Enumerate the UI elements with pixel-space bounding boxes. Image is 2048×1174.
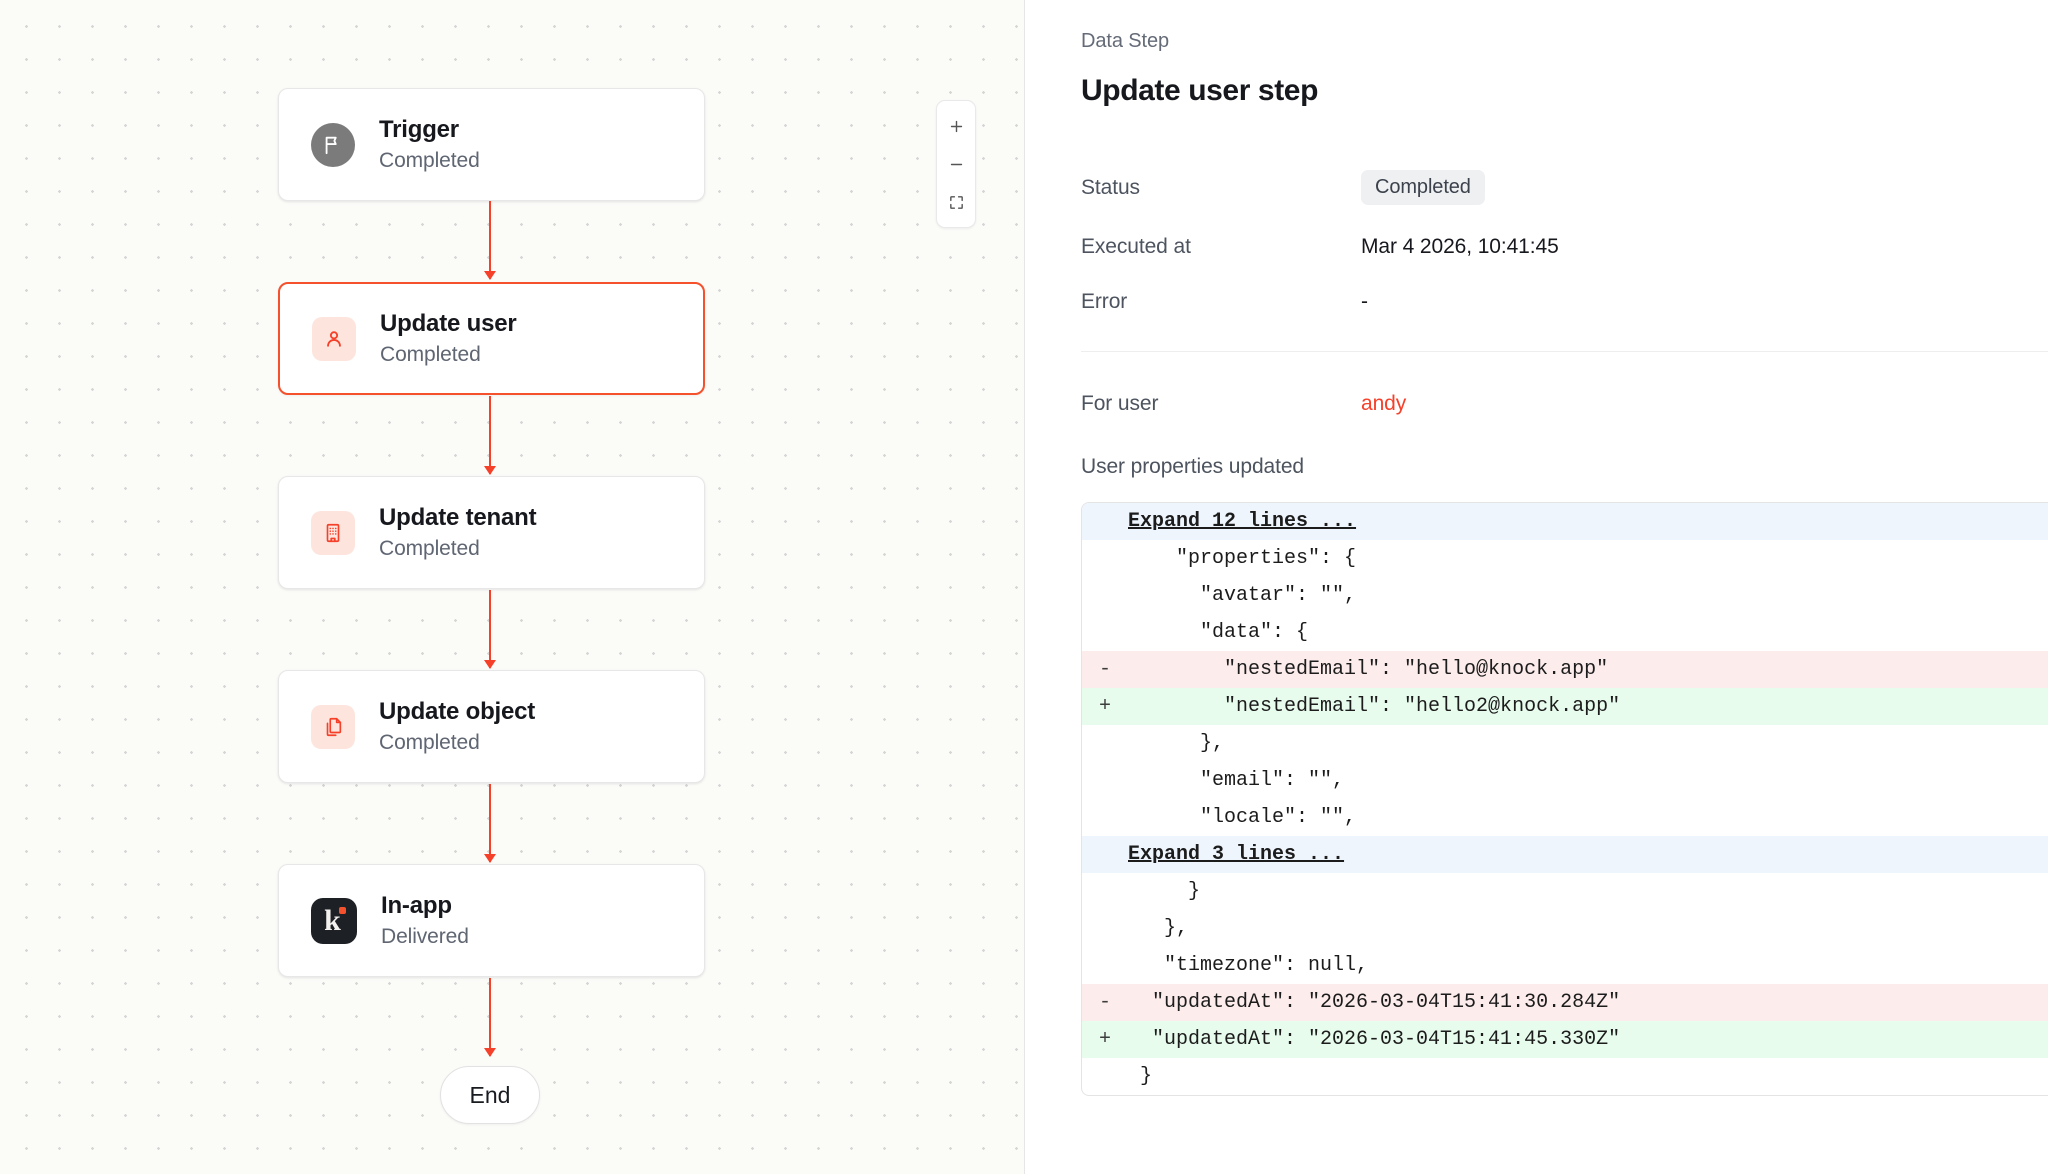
knock-logo-dot <box>339 906 346 914</box>
status-badge: Completed <box>1361 170 1485 205</box>
diff-line: "properties": { <box>1082 540 2048 577</box>
meta-label: Status <box>1081 175 1140 199</box>
node-icon-wrapper <box>311 122 355 167</box>
workflow-node-update-object[interactable]: Update object Completed <box>278 670 705 783</box>
diff-code: }, <box>1128 732 1225 755</box>
meta-label: Error <box>1081 289 1128 313</box>
node-title: Trigger <box>379 116 459 143</box>
diff-sign: + <box>1098 695 1111 718</box>
connector-trigger-to-update-user <box>484 201 496 280</box>
flag-icon <box>311 122 355 167</box>
diff-expand-label[interactable]: Expand 3 lines ... <box>1128 843 1345 866</box>
connector-update-tenant-to-update-object <box>484 590 496 669</box>
diff-expand-label[interactable]: Expand 12 lines ... <box>1128 510 1357 533</box>
diff-code: "updatedAt": "2026-03-04T15:41:30.284Z" <box>1128 991 1621 1014</box>
node-title: Update user <box>380 310 517 337</box>
diff-code: "updatedAt": "2026-03-04T15:41:45.330Z" <box>1128 1028 1621 1051</box>
diff-code: "avatar": "", <box>1128 584 1357 607</box>
page-title: Update user step <box>1081 74 1318 107</box>
workflow-node-update-user[interactable]: Update user Completed <box>278 282 705 395</box>
diff-code: } <box>1128 1065 1153 1088</box>
properties-diff-viewer[interactable]: Expand 12 lines ... "properties": { "ava… <box>1081 502 2048 1096</box>
workflow-node-in-app[interactable]: k In-app Delivered <box>278 864 705 977</box>
node-text: In-app Delivered <box>381 892 469 949</box>
node-title: Update object <box>379 698 536 725</box>
fit-view-icon[interactable] <box>937 183 975 221</box>
workflow-canvas[interactable]: Trigger Completed Update user Completed <box>0 0 1025 1174</box>
diff-line: } <box>1082 1058 2048 1095</box>
diff-line: "avatar": "", <box>1082 577 2048 614</box>
node-text: Update tenant Completed <box>379 504 537 561</box>
meta-row-error: Error - <box>1081 278 2048 325</box>
diff-code: "data": { <box>1128 621 1309 644</box>
zoom-controls <box>936 100 976 228</box>
diff-code: }, <box>1128 917 1189 940</box>
node-icon-wrapper: k <box>311 897 357 944</box>
diff-line: } <box>1082 873 2048 910</box>
diff-code: "email": "", <box>1128 769 1345 792</box>
diff-line: - "nestedEmail": "hello@knock.app" <box>1082 651 2048 688</box>
knock-logo-letter: k <box>324 903 341 937</box>
meta-label: Executed at <box>1081 234 1191 258</box>
user-icon <box>312 316 356 361</box>
diff-code: "locale": "", <box>1128 806 1357 829</box>
node-text: Update object Completed <box>379 698 535 755</box>
node-icon-wrapper <box>311 510 355 555</box>
knock-logo-icon: k <box>311 897 357 944</box>
node-icon-wrapper <box>311 704 355 749</box>
zoom-out-button[interactable] <box>937 145 975 183</box>
diff-code: "properties": { <box>1128 547 1357 570</box>
diff-line: + "updatedAt": "2026-03-04T15:41:45.330Z… <box>1082 1021 2048 1058</box>
meta-row-executed-at: Executed at Mar 4 2026, 10:41:45 <box>1081 223 2048 270</box>
diff-line: }, <box>1082 725 2048 762</box>
diff-code: "timezone": null, <box>1128 954 1369 977</box>
diff-sign: - <box>1098 991 1111 1014</box>
node-status: Completed <box>379 149 480 172</box>
connector-in-app-to-end <box>484 978 496 1057</box>
diff-line: "timezone": null, <box>1082 947 2048 984</box>
diff-code: "nestedEmail": "hello@knock.app" <box>1128 658 1609 681</box>
diff-code: } <box>1128 880 1201 903</box>
workflow-node-trigger[interactable]: Trigger Completed <box>278 88 705 201</box>
node-status: Delivered <box>381 925 469 948</box>
diff-line: "data": { <box>1082 614 2048 651</box>
meta-label: For user <box>1081 391 1159 415</box>
node-icon-wrapper <box>312 316 356 361</box>
diff-line: + "nestedEmail": "hello2@knock.app" <box>1082 688 2048 725</box>
node-title: Update tenant <box>379 504 537 531</box>
workflow-node-end[interactable]: End <box>440 1066 540 1124</box>
diff-line: "locale": "", <box>1082 799 2048 836</box>
connector-update-user-to-update-tenant <box>484 396 496 475</box>
node-text: Trigger Completed <box>379 116 480 173</box>
building-icon <box>311 510 355 555</box>
user-link[interactable]: andy <box>1361 391 1407 415</box>
meta-row-status: Status Completed <box>1081 164 2048 211</box>
meta-value: Mar 4 2026, 10:41:45 <box>1361 234 1559 258</box>
diff-line: - "updatedAt": "2026-03-04T15:41:30.284Z… <box>1082 984 2048 1021</box>
section-label-user-properties: User properties updated <box>1081 455 1304 478</box>
copy-icon <box>311 704 355 749</box>
diff-sign: + <box>1098 1028 1111 1051</box>
node-status: Completed <box>379 731 480 754</box>
step-meta-list: Status Completed Executed at Mar 4 2026,… <box>1081 164 2048 325</box>
diff-code: "nestedEmail": "hello2@knock.app" <box>1128 695 1621 718</box>
panel-divider <box>1081 351 2048 352</box>
diff-expand-row[interactable]: Expand 3 lines ... <box>1082 836 2048 873</box>
meta-row-for-user: For user andy <box>1081 380 2048 427</box>
connector-update-object-to-in-app <box>484 784 496 863</box>
node-title: In-app <box>381 892 452 919</box>
zoom-in-button[interactable] <box>937 107 975 145</box>
node-status: Completed <box>380 343 481 366</box>
diff-line: "email": "", <box>1082 762 2048 799</box>
workflow-node-update-tenant[interactable]: Update tenant Completed <box>278 476 705 589</box>
node-status: Completed <box>379 537 480 560</box>
diff-sign: - <box>1098 658 1111 681</box>
meta-value: - <box>1361 289 1368 313</box>
step-detail-panel: Data Step Update user step Status Comple… <box>1025 0 2048 1174</box>
panel-eyebrow: Data Step <box>1081 30 1170 52</box>
diff-line: }, <box>1082 910 2048 947</box>
diff-expand-row[interactable]: Expand 12 lines ... <box>1082 503 2048 540</box>
node-text: Update user Completed <box>380 310 517 367</box>
